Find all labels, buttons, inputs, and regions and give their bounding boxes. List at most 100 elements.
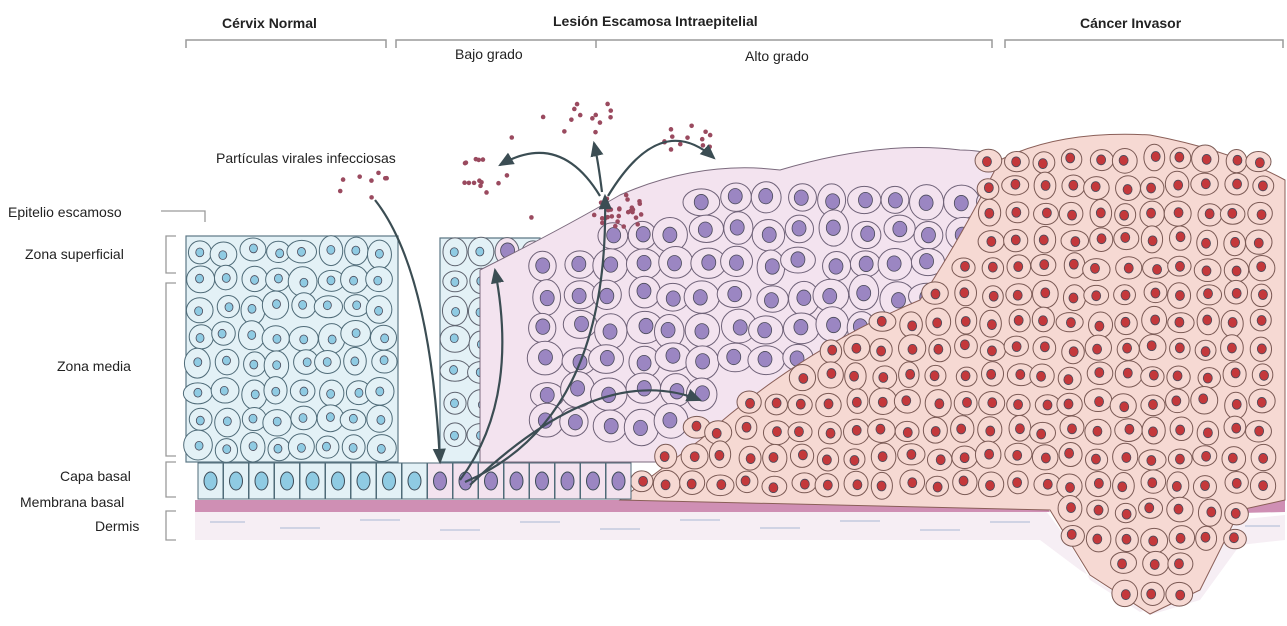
cell-nucleus <box>600 288 614 303</box>
cell-nucleus <box>878 452 887 462</box>
cell-nucleus <box>1176 425 1185 435</box>
cell-nucleus <box>1069 293 1078 303</box>
cell-nucleus <box>1145 503 1154 513</box>
cell-nucleus <box>194 358 202 367</box>
cell-nucleus <box>985 208 994 218</box>
cell-nucleus <box>827 317 841 332</box>
virus-particle <box>599 200 604 205</box>
cell-nucleus <box>1066 318 1075 328</box>
virus-particle <box>621 224 626 229</box>
cell-nucleus <box>908 478 917 488</box>
basal-cell-nucleus <box>230 472 243 490</box>
cell-nucleus <box>250 360 258 369</box>
cell-nucleus <box>1148 400 1157 410</box>
virus-particle <box>572 107 577 112</box>
cell-nucleus <box>1041 453 1050 463</box>
virus-particle <box>701 143 706 148</box>
cell-nucleus <box>960 288 969 298</box>
cell-nucleus <box>1176 533 1185 543</box>
cell-nucleus <box>741 476 750 486</box>
cell-nucleus <box>1203 315 1212 325</box>
cell-nucleus <box>1176 590 1185 600</box>
cell-nucleus <box>920 253 934 268</box>
cell-nucleus <box>852 397 861 407</box>
cell-nucleus <box>1202 154 1211 164</box>
cell-nucleus <box>636 227 650 242</box>
cell-nucleus <box>568 415 582 430</box>
cell-nucleus <box>1014 262 1023 272</box>
cell-nucleus <box>987 237 996 247</box>
cell-nucleus <box>1203 373 1212 383</box>
virus-particle <box>578 113 583 118</box>
virus-particle <box>610 214 615 219</box>
cell-nucleus <box>1228 318 1237 328</box>
cell-nucleus <box>1125 424 1134 434</box>
cell-nucleus <box>1067 529 1076 539</box>
cell-nucleus <box>248 331 256 340</box>
normal-epithelium <box>183 236 398 462</box>
cell-nucleus <box>604 418 618 433</box>
cell-nucleus <box>251 390 259 399</box>
cell-nucleus <box>327 245 335 254</box>
cell-nucleus <box>908 321 917 331</box>
cell-nucleus <box>987 369 996 379</box>
virus-particle <box>700 137 705 142</box>
cell-nucleus <box>1013 450 1022 460</box>
virus-particle <box>463 161 468 166</box>
virus-particle <box>341 177 346 182</box>
cell-nucleus <box>959 476 968 486</box>
virus-particle <box>613 224 618 229</box>
cell-nucleus <box>1151 152 1160 162</box>
virus-particle <box>481 157 486 162</box>
basal-layer <box>198 463 631 499</box>
virus-particle <box>529 215 534 220</box>
cell-nucleus <box>1012 342 1021 352</box>
cell-nucleus <box>1201 532 1210 542</box>
cell-nucleus <box>1257 397 1266 407</box>
cell-nucleus <box>540 387 554 402</box>
cell-nucleus <box>274 274 282 283</box>
cell-nucleus <box>1097 155 1106 165</box>
cell-nucleus <box>633 420 647 435</box>
annotation-viral-particles: Partículas virales infecciosas <box>216 150 396 166</box>
cell-nucleus <box>1121 590 1130 600</box>
cell-nucleus <box>196 416 204 425</box>
virus-particle <box>562 129 567 134</box>
virus-particle <box>590 116 595 121</box>
virus-particle <box>600 221 605 226</box>
cell-nucleus <box>1232 399 1241 409</box>
subheader-low: Bajo grado <box>455 46 523 62</box>
cell-nucleus <box>792 221 806 236</box>
basal-cell-nucleus <box>357 472 370 490</box>
cell-nucleus <box>1174 559 1183 569</box>
basal-cell-nucleus <box>510 472 523 490</box>
cell-nucleus <box>762 227 776 242</box>
cell-nucleus <box>450 248 458 257</box>
cell-nucleus <box>1091 454 1100 464</box>
cell-nucleus <box>987 346 996 356</box>
virus-particle <box>624 193 629 198</box>
virus-particle <box>369 195 374 200</box>
cell-nucleus <box>1066 483 1075 493</box>
cell-nucleus <box>800 479 809 489</box>
cell-nucleus <box>1199 394 1208 404</box>
virus-particle <box>615 219 620 224</box>
cell-nucleus <box>273 361 281 370</box>
cell-nucleus <box>375 306 383 315</box>
cell-nucleus <box>1233 179 1242 189</box>
cell-nucleus <box>797 290 811 305</box>
virus-particle <box>605 102 610 107</box>
cell-nucleus <box>1147 341 1156 351</box>
cell-nucleus <box>1260 370 1269 380</box>
cell-nucleus <box>607 228 621 243</box>
cell-nucleus <box>954 195 968 210</box>
cell-nucleus <box>1037 429 1046 439</box>
virus-particle <box>476 158 481 163</box>
cell-nucleus <box>351 357 359 366</box>
basal-cell-nucleus <box>434 472 447 490</box>
cell-nucleus <box>249 414 257 423</box>
cell-nucleus <box>1040 342 1049 352</box>
cell-nucleus <box>451 278 459 287</box>
virus-particle <box>616 214 621 219</box>
cell-nucleus <box>1043 400 1052 410</box>
